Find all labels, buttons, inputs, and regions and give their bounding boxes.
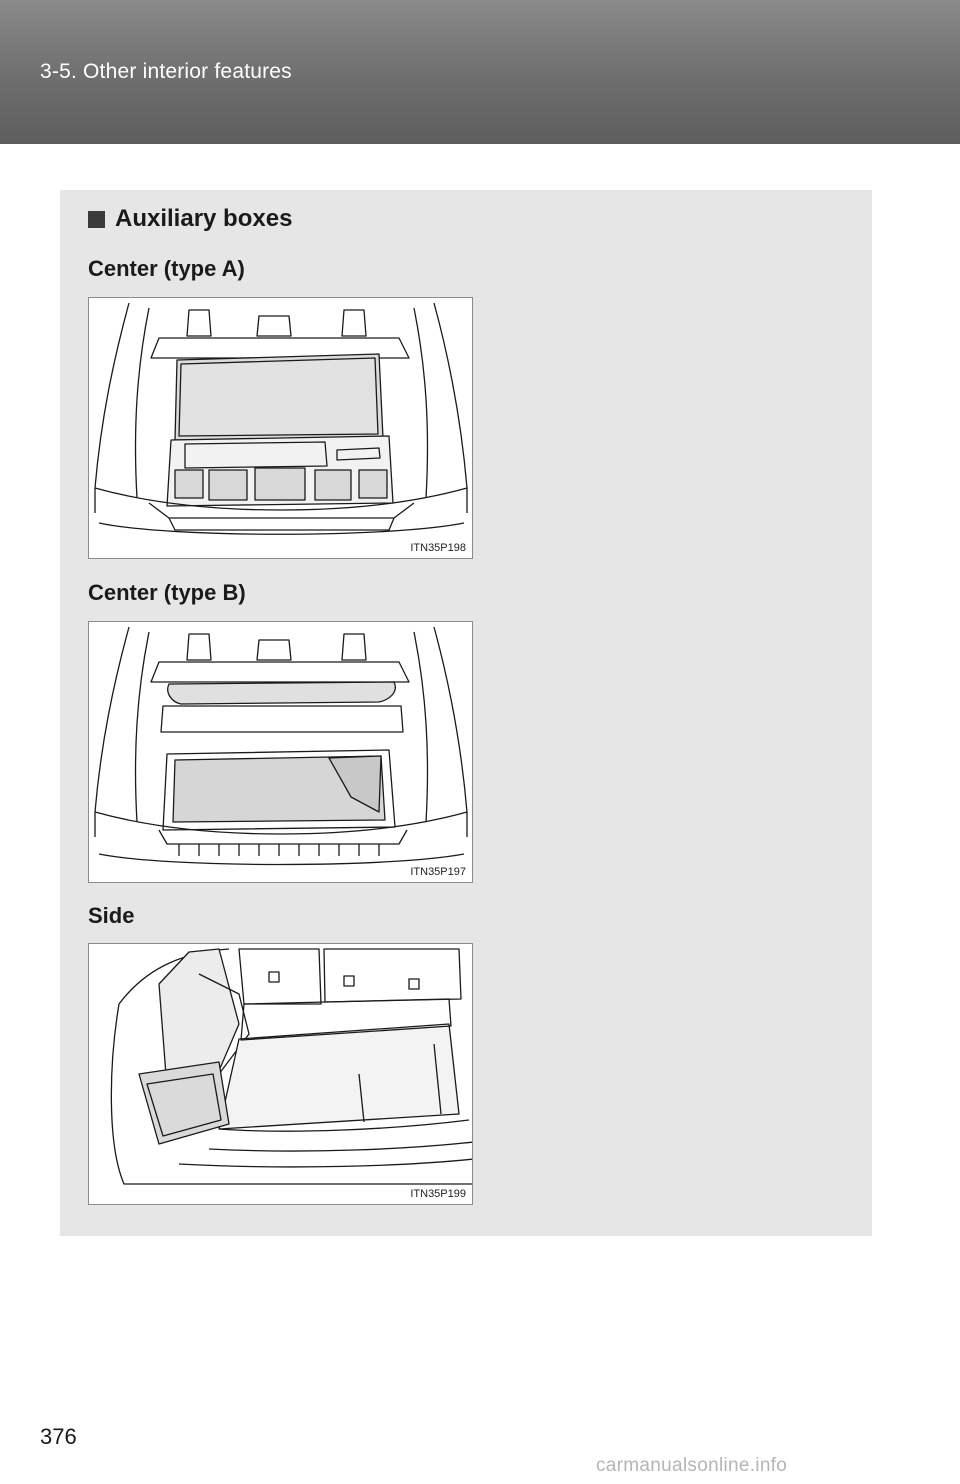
- figure-center-type-a: ITN35P198: [88, 297, 473, 559]
- section-breadcrumb: 3-5. Other interior features: [40, 60, 292, 83]
- square-bullet-icon: [88, 211, 105, 228]
- figure-code-a: ITN35P198: [410, 542, 466, 554]
- page-number: 376: [40, 1424, 77, 1449]
- figure-caption-center-type-a: Center (type A): [88, 256, 245, 281]
- figure-side: ITN35P199: [88, 943, 473, 1205]
- figure-code-b: ITN35P197: [410, 866, 466, 878]
- trunk-type-a-illustration: [94, 302, 468, 535]
- trunk-type-b-illustration: [94, 626, 468, 866]
- page-header: 3-5. Other interior features: [0, 0, 960, 144]
- watermark-text: carmanualsonline.info: [596, 1455, 788, 1476]
- section-title-text: Auxiliary boxes: [115, 205, 293, 232]
- figure-center-type-b: ITN35P197: [88, 621, 473, 883]
- figure-caption-side: Side: [88, 903, 135, 928]
- section-heading: Auxiliary boxes: [88, 205, 292, 233]
- figure-code-side: ITN35P199: [410, 1188, 466, 1200]
- trunk-side-illustration: [110, 948, 472, 1185]
- figure-caption-center-type-b: Center (type B): [88, 580, 246, 605]
